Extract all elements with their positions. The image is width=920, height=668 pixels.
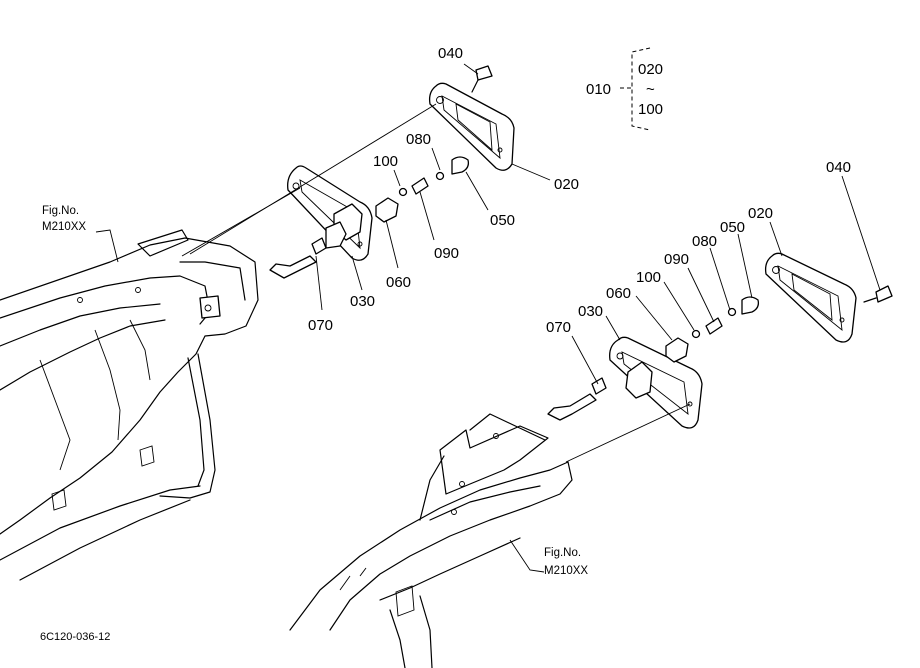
left-frame-drawing	[0, 229, 259, 581]
part-label-right-030: 030	[578, 303, 603, 320]
fig-ref-right-line2: M210XX	[544, 565, 588, 577]
part-label-right-100: 100	[636, 269, 661, 286]
top-lamp-assembly	[181, 65, 515, 279]
part-label-range-end: 100	[638, 101, 663, 118]
part-label-top-080: 080	[406, 131, 431, 148]
part-label-top-020: 020	[554, 176, 579, 193]
leader-lines	[95, 63, 881, 573]
part-label-right-050: 050	[720, 219, 745, 236]
part-label-top-040: 040	[438, 45, 463, 62]
part-label-right-070: 070	[546, 319, 571, 336]
range-bracket	[631, 47, 651, 131]
part-label-top-070: 070	[308, 317, 333, 334]
fig-ref-left-line1: Fig.No.	[42, 205, 79, 217]
range-separator: ~	[646, 81, 655, 98]
part-label-top-100: 100	[373, 153, 398, 170]
part-label-right-060: 060	[606, 285, 631, 302]
part-label-top-030: 030	[350, 293, 375, 310]
part-label-top-050: 050	[490, 212, 515, 229]
part-label-top-090: 090	[434, 245, 459, 262]
drawing-code: 6C120-036-12	[40, 631, 110, 643]
part-label-right-040: 040	[826, 159, 851, 176]
fig-ref-left-line2: M210XX	[42, 221, 86, 233]
part-label-top-060: 060	[386, 274, 411, 291]
part-label-right-080: 080	[692, 233, 717, 250]
right-lamp-assembly	[547, 252, 893, 463]
fig-ref-right-line1: Fig.No.	[544, 547, 581, 559]
right-frame-drawing	[289, 413, 573, 668]
part-label-right-090: 090	[664, 251, 689, 268]
part-label-010: 010	[586, 81, 611, 98]
part-label-right-020: 020	[748, 205, 773, 222]
part-label-range-start: 020	[638, 61, 663, 78]
